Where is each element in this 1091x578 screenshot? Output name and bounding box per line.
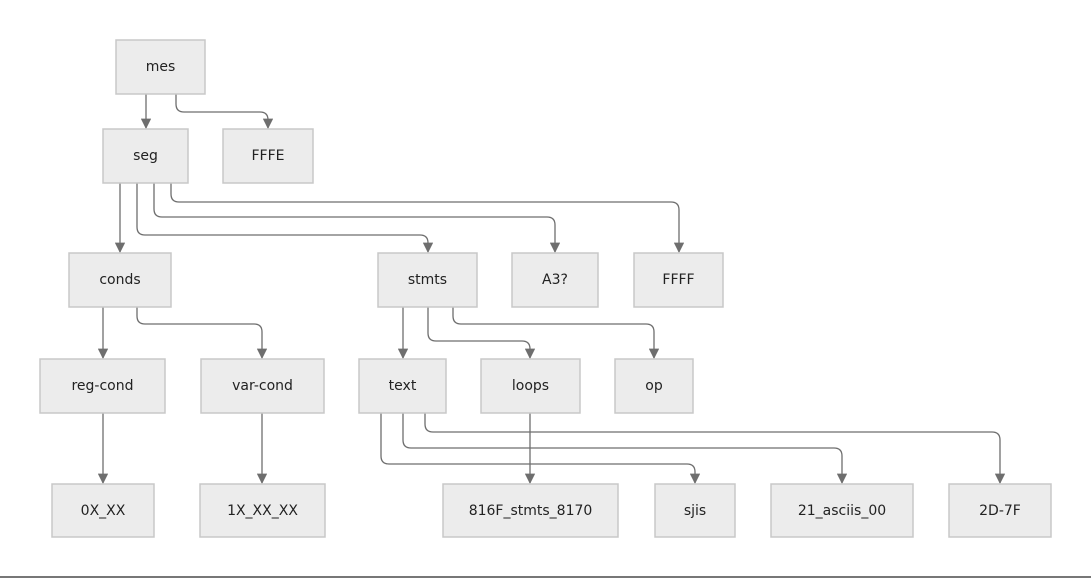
node-816f-stmts-8170: 816F_stmts_8170 <box>442 483 619 538</box>
node-label: 2D-7F <box>979 503 1021 519</box>
node-label: 816F_stmts_8170 <box>469 503 593 519</box>
edge-seg-a3 <box>153 183 561 254</box>
edge-seg-ffff <box>170 183 685 254</box>
node-label: mes <box>146 59 176 75</box>
node-1x-xx-xx: 1X_XX_XX <box>199 483 326 538</box>
edges <box>97 94 1006 485</box>
bottom-divider <box>0 576 1091 578</box>
node-label: 0X_XX <box>81 503 126 519</box>
node-ffff: FFFF <box>633 252 724 308</box>
node-seg: seg <box>102 128 189 184</box>
node-stmts: stmts <box>377 252 478 308</box>
node-label: seg <box>133 148 158 164</box>
node-label: FFFE <box>251 148 284 164</box>
node-label: A3? <box>542 272 568 288</box>
node-label: text <box>389 378 417 394</box>
edge-text-2d7f <box>424 413 1006 485</box>
node-2d-7f: 2D-7F <box>948 483 1052 538</box>
node-0x-xx: 0X_XX <box>51 483 155 538</box>
node-var-cond: var-cond <box>200 358 325 414</box>
node-label: stmts <box>408 272 447 288</box>
edge-text-sjis <box>380 413 701 485</box>
edge-mes-fffe <box>175 94 274 130</box>
node-mes: mes <box>115 39 206 95</box>
node-label: 21_asciis_00 <box>798 503 886 519</box>
edge-stmts-loops <box>427 307 536 360</box>
node-fffe: FFFE <box>222 128 314 184</box>
node-text: text <box>358 358 447 414</box>
node-reg-cond: reg-cond <box>39 358 166 414</box>
node-label: var-cond <box>232 378 293 394</box>
node-label: conds <box>99 272 140 288</box>
edge-stmts-op <box>452 307 660 360</box>
node-op: op <box>614 358 694 414</box>
node-conds: conds <box>68 252 172 308</box>
node-label: 1X_XX_XX <box>227 503 298 519</box>
node-label: FFFF <box>662 272 694 288</box>
node-label: sjis <box>684 503 706 519</box>
node-sjis: sjis <box>654 483 736 538</box>
edge-conds-varcond <box>136 307 268 360</box>
node-label: reg-cond <box>71 378 133 394</box>
node-a3: A3? <box>511 252 599 308</box>
node-21-asciis-00: 21_asciis_00 <box>770 483 914 538</box>
node-label: loops <box>512 378 549 394</box>
edge-seg-stmts <box>136 183 434 254</box>
node-loops: loops <box>480 358 581 414</box>
edge-text-asciis <box>402 413 848 485</box>
node-label: op <box>645 378 663 394</box>
